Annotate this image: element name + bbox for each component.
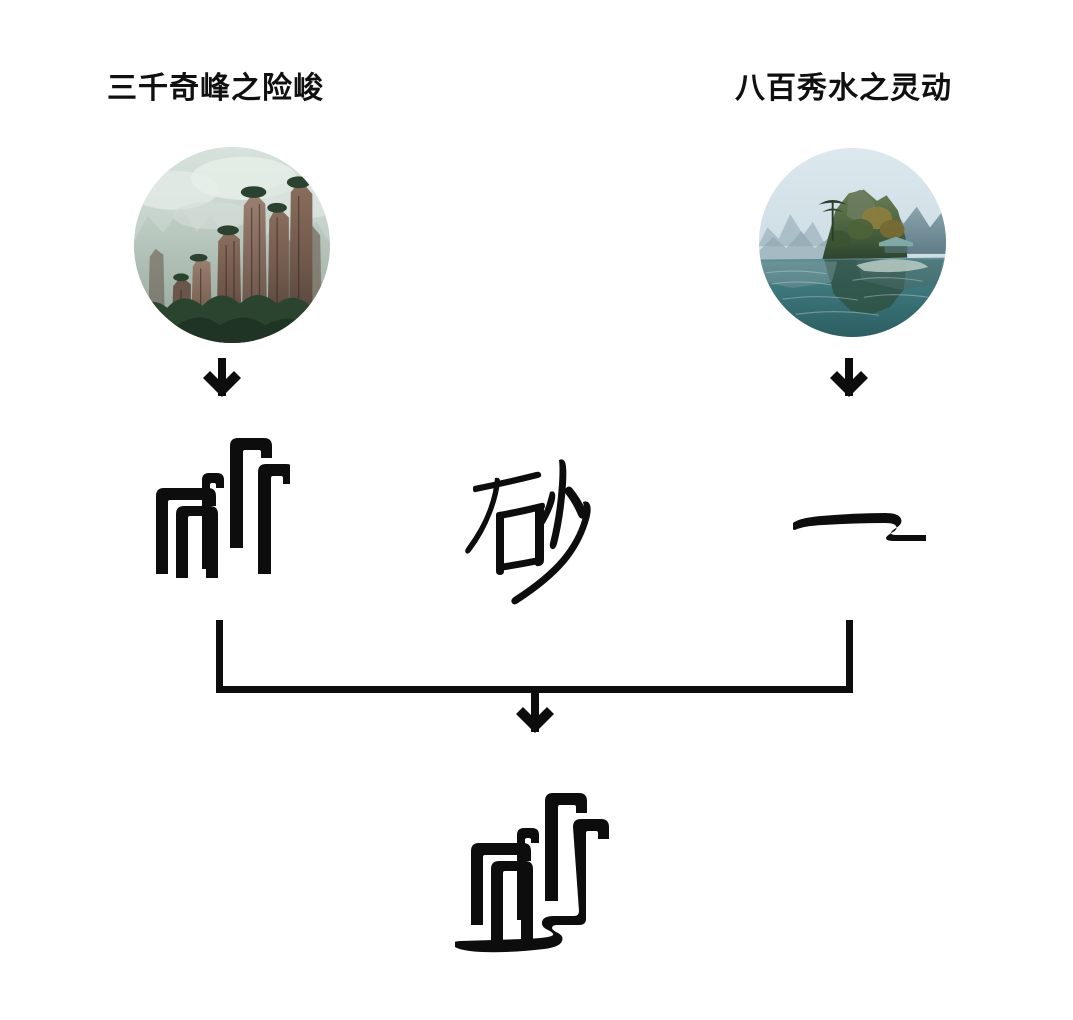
left-column-title: 三千奇峰之险峻 — [107, 72, 324, 105]
merge-bracket — [216, 620, 853, 693]
left-glyph-mountain — [150, 432, 290, 578]
result-glyph-combined — [455, 785, 615, 955]
arrow-down-right — [830, 358, 868, 397]
right-photo-water — [759, 148, 946, 337]
arrow-down-left — [203, 358, 241, 397]
right-column-title: 八百秀水之灵动 — [735, 72, 952, 105]
right-glyph-water — [793, 498, 928, 550]
center-character-sand — [462, 452, 612, 612]
left-photo-mountains — [134, 147, 330, 343]
arrow-down-merge — [516, 690, 554, 733]
